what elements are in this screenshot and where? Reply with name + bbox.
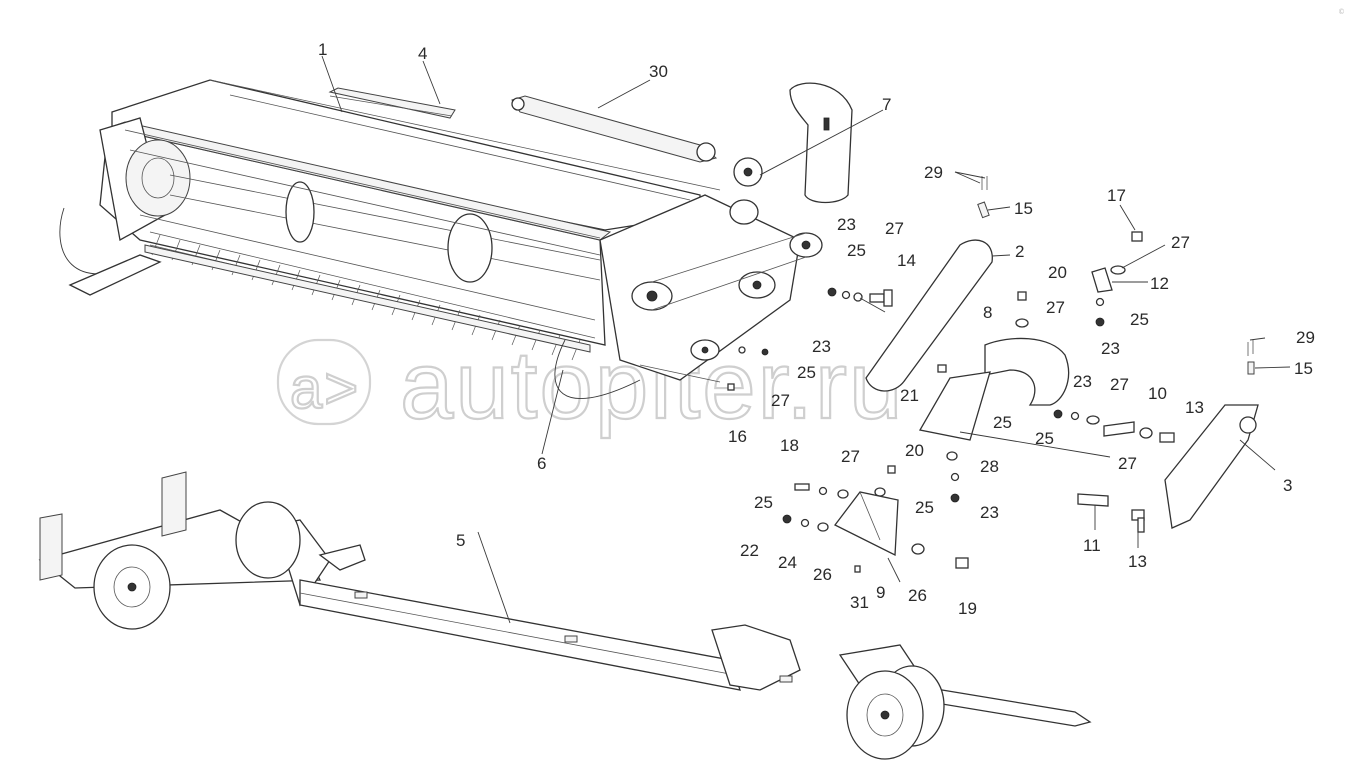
callout-9: 9 bbox=[876, 583, 885, 602]
callout-20: 20 bbox=[1048, 263, 1067, 282]
callout-26: 26 bbox=[813, 565, 832, 584]
trailer-assembly bbox=[38, 471, 1092, 760]
callout-7: 7 bbox=[882, 95, 891, 114]
callout-26: 26 bbox=[908, 586, 927, 605]
callout-15: 15 bbox=[1294, 359, 1313, 378]
callout-16: 16 bbox=[728, 427, 747, 446]
callout-23: 23 bbox=[1073, 372, 1092, 391]
callout-18: 18 bbox=[780, 436, 799, 455]
callout-19: 19 bbox=[958, 599, 977, 618]
header-assembly bbox=[59, 79, 853, 399]
corner-mark: © bbox=[1338, 8, 1345, 16]
callout-23: 23 bbox=[837, 215, 856, 234]
callout-28: 28 bbox=[980, 457, 999, 476]
callout-14: 14 bbox=[897, 251, 916, 270]
watermark: a> autopiter.ru bbox=[276, 331, 903, 440]
callout-13: 13 bbox=[1128, 552, 1147, 571]
callout-23: 23 bbox=[812, 337, 831, 356]
callout-10: 10 bbox=[1148, 384, 1167, 403]
callout-12: 12 bbox=[1150, 274, 1169, 293]
callout-25: 25 bbox=[915, 498, 934, 517]
callout-27: 27 bbox=[771, 391, 790, 410]
callout-25: 25 bbox=[1035, 429, 1054, 448]
callout-27: 27 bbox=[1171, 233, 1190, 252]
callout-15: 15 bbox=[1014, 199, 1033, 218]
callout-30: 30 bbox=[649, 62, 668, 81]
hardware-parts bbox=[727, 176, 1255, 573]
callout-29: 29 bbox=[1296, 328, 1315, 347]
callout-23: 23 bbox=[980, 503, 999, 522]
callout-5: 5 bbox=[456, 531, 465, 550]
callout-4: 4 bbox=[418, 44, 427, 63]
callout-24: 24 bbox=[778, 553, 797, 572]
callout-2: 2 bbox=[1015, 242, 1024, 261]
callout-23: 23 bbox=[1101, 339, 1120, 358]
callout-25: 25 bbox=[847, 241, 866, 260]
callout-22: 22 bbox=[740, 541, 759, 560]
callout-20: 20 bbox=[905, 441, 924, 460]
callout-29: 29 bbox=[924, 163, 943, 182]
callout-25: 25 bbox=[1130, 310, 1149, 329]
callout-27: 27 bbox=[885, 219, 904, 238]
callout-25: 25 bbox=[754, 493, 773, 512]
callout-3: 3 bbox=[1283, 476, 1292, 495]
callout-27: 27 bbox=[1046, 298, 1065, 317]
callout-27: 27 bbox=[1118, 454, 1137, 473]
callout-6: 6 bbox=[537, 454, 546, 473]
callout-27: 27 bbox=[1110, 375, 1129, 394]
callout-17: 17 bbox=[1107, 186, 1126, 205]
callout-21: 21 bbox=[900, 386, 919, 405]
callout-11: 11 bbox=[1083, 536, 1101, 555]
callout-25: 25 bbox=[993, 413, 1012, 432]
callout-27: 27 bbox=[841, 447, 860, 466]
callout-8: 8 bbox=[983, 303, 992, 322]
callout-31: 31 bbox=[850, 593, 869, 612]
leader-lines bbox=[321, 55, 1291, 624]
callout-25: 25 bbox=[797, 363, 816, 382]
callout-1: 1 bbox=[318, 40, 327, 59]
callout-13: 13 bbox=[1185, 398, 1204, 417]
callout-labels: 1 4 30 7 29 15 17 27 23 27 25 14 2 20 12… bbox=[318, 40, 1315, 618]
watermark-logo-text: a> bbox=[290, 356, 360, 421]
panels bbox=[834, 239, 1259, 557]
